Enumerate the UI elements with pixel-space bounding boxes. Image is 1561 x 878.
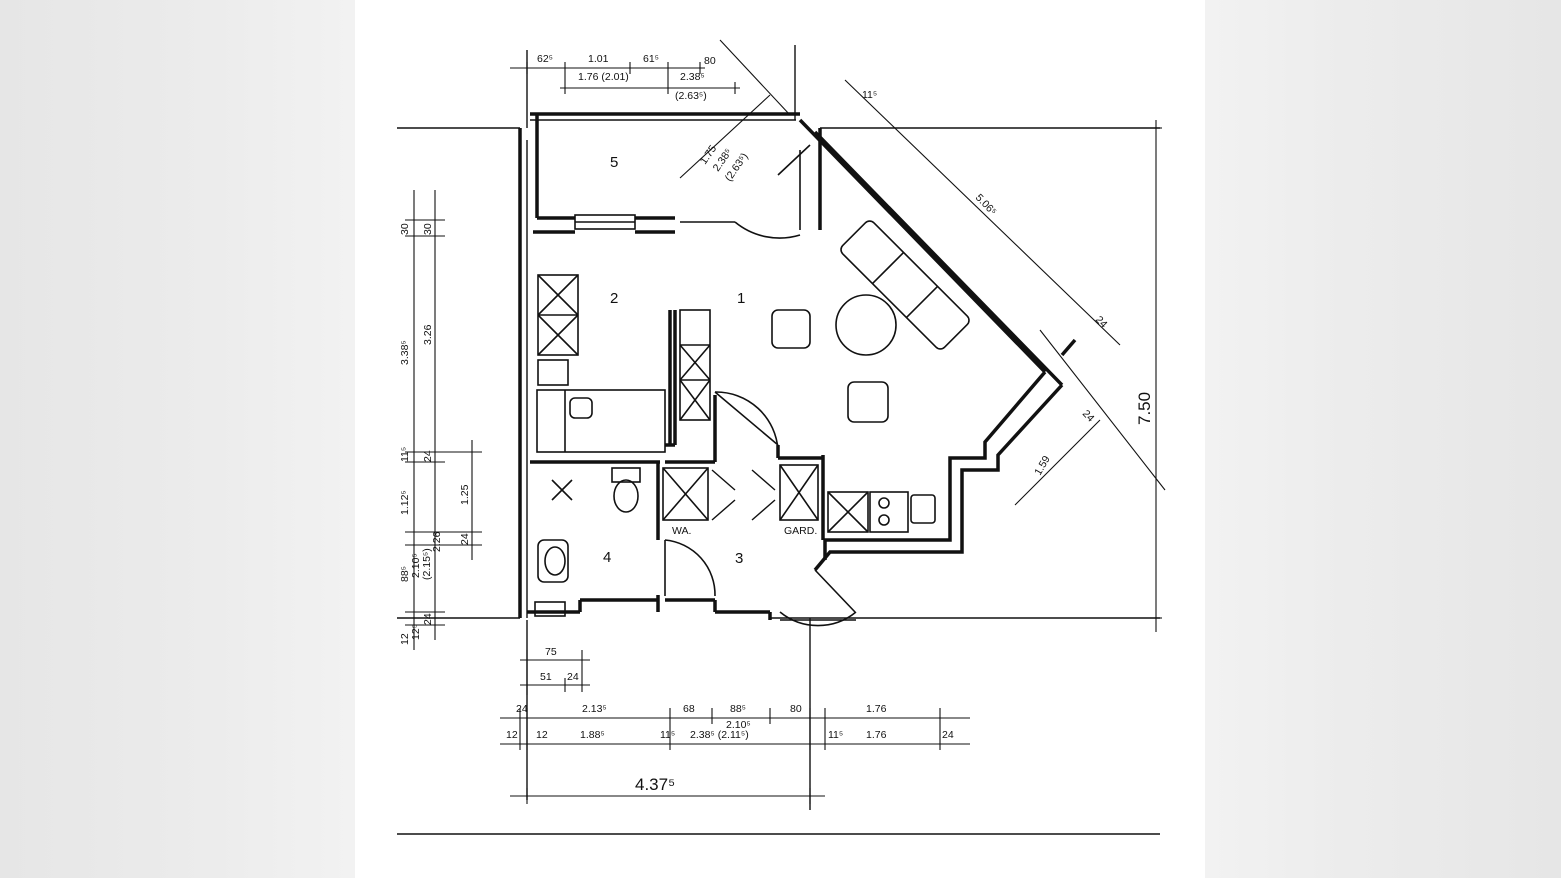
dim-left-4: 1.12⁵: [399, 490, 411, 515]
floor-plan-sheet: 5 2 1 3 4 WA. GARD. 62⁵ 1.01 61⁵ 80 1.76…: [355, 0, 1205, 878]
dim-bottom1-7: 1.76: [866, 703, 887, 715]
blurred-left-margin: [0, 0, 355, 878]
floor-plan-drawing: 5 2 1 3 4 WA. GARD. 62⁵ 1.01 61⁵ 80 1.76…: [397, 39, 1166, 835]
dim-left-inner-1: 30: [422, 223, 434, 235]
room-label-5: 5: [610, 154, 618, 171]
reference-lines: [397, 45, 1160, 835]
dim-top-1: 62⁵: [537, 53, 553, 65]
dim-bottom2-4: 11⁵: [660, 729, 675, 741]
dim-left-inner-6: 12⁵: [410, 624, 422, 640]
dim-left-9: 2.26: [431, 531, 443, 552]
dim-left-2: 3.38⁵: [399, 340, 411, 365]
furniture: [534, 220, 970, 617]
dim-bottom2-3: 1.88⁵: [580, 729, 605, 741]
room-labels: 5 2 1 3 4 WA. GARD.: [603, 154, 817, 567]
dim-bottom1-2: 2.13⁵: [582, 703, 607, 715]
dim-left-inner-3: 24: [422, 450, 434, 462]
room-label-2: 2: [610, 290, 618, 307]
dim-left-8: 12: [399, 633, 411, 645]
dim-bottom2-2: 12: [536, 729, 548, 741]
bottom-dimensions: 75 51 24 24 2.13⁵ 68 88⁵ 2.10⁵ 80 1.76 1…: [500, 646, 970, 804]
dim-bottom2-6: 11⁵: [828, 729, 843, 741]
dim-bottom1-4: 88⁵: [730, 703, 746, 715]
dim-left-5: 88⁵: [399, 566, 411, 582]
dim-left-7: (2.15⁵): [421, 548, 433, 580]
dim-diag-5: 1.59: [1032, 454, 1053, 478]
room-label-1: 1: [737, 290, 745, 307]
dim-left-6: 2.10⁵: [410, 553, 422, 578]
dim-diag-1: 11⁵: [862, 89, 877, 101]
room-label-3: 3: [735, 550, 743, 567]
dim-top-3: 61⁵: [643, 53, 659, 65]
dim-left-3: 11⁵: [399, 447, 411, 462]
dim-total-height: 7.50: [1135, 392, 1154, 425]
dim-bottom-small-2: 51: [540, 671, 552, 683]
dim-top-2: 1.01: [588, 53, 609, 65]
dim-bottom2-7: 1.76: [866, 729, 887, 741]
diagonal-dimensions: 11⁵ 5.06⁵ 24 24 1.59: [844, 79, 1166, 506]
top-dimensions: 62⁵ 1.01 61⁵ 80 1.76 (2.01) 2.38⁵ (2.63⁵…: [510, 39, 791, 116]
dim-top-4: 80: [704, 55, 716, 67]
dim-left-inner-5: 24: [422, 613, 434, 625]
dim-bottom2-1: 12: [506, 729, 518, 741]
dim-bottom-small-3: 24: [567, 671, 579, 683]
dim-left-inner-4: 24: [459, 533, 471, 545]
dim-bottom1-3: 68: [683, 703, 695, 715]
dim-left-1: 30: [399, 223, 411, 235]
wardrobe-label: GARD.: [784, 525, 817, 537]
blurred-right-margin: [1205, 0, 1561, 878]
dim-bottom2-8: 24: [942, 729, 954, 741]
dim-top-5: 1.76 (2.01): [578, 71, 629, 83]
dim-total-width: 4.37⁵: [635, 775, 675, 794]
washer-label: WA.: [672, 525, 691, 537]
doors: [664, 144, 857, 627]
dim-diag-2: 5.06⁵: [973, 192, 999, 218]
room-label-4: 4: [603, 549, 611, 566]
dim-left-inner-2: 3.26: [422, 324, 434, 345]
walls: [518, 112, 1077, 620]
dim-diag-4: 24: [1080, 408, 1097, 425]
balcony-dimension: 1.75 2.38⁵ (2.63⁵): [679, 94, 771, 184]
dim-diag-3: 24: [1093, 314, 1110, 331]
dim-bottom2-5: 2.38⁵ (2.11⁵): [690, 729, 749, 741]
dim-top-7: (2.63⁵): [675, 90, 707, 102]
dim-bottom1-6: 80: [790, 703, 802, 715]
right-dimension: 7.50: [1135, 120, 1162, 632]
dim-left-10: 1.25: [459, 484, 471, 505]
dim-bottom1-1: 24: [516, 703, 528, 715]
left-dimensions: 30 3.38⁵ 11⁵ 1.12⁵ 88⁵ 2.10⁵ (2.15⁵) 12 …: [399, 190, 482, 650]
dim-top-6: 2.38⁵: [680, 71, 705, 83]
dim-bottom-small-1: 75: [545, 646, 557, 658]
dim-bottom1-5: 2.10⁵: [726, 719, 751, 731]
